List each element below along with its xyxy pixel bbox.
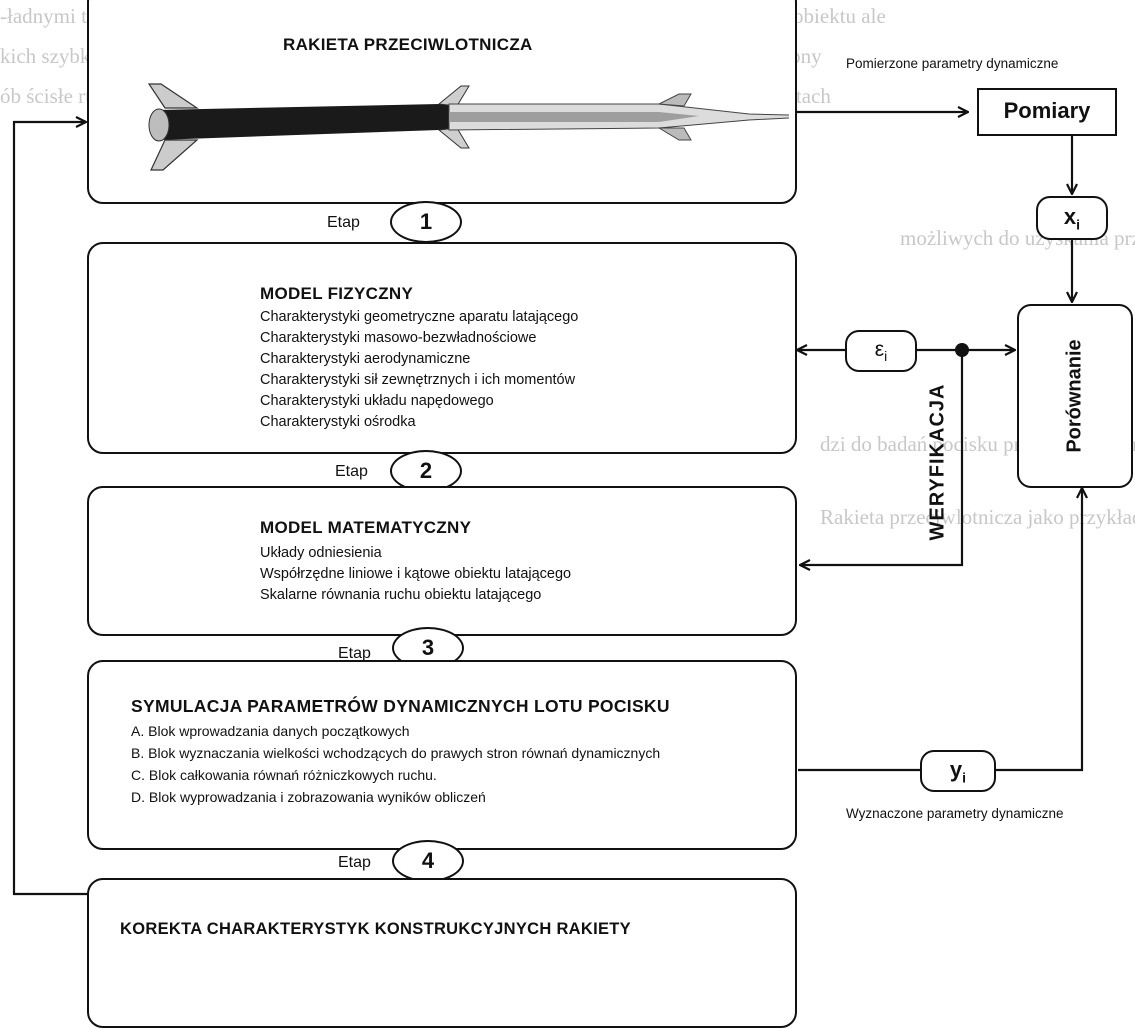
list-item: Charakterystyki sił zewnętrznych i ich m…	[260, 372, 576, 388]
etap-label: Etap	[338, 854, 371, 871]
model-fizyczny-box: MODEL FIZYCZNY Charakterystyki geometryc…	[87, 242, 797, 454]
korekta-box: KOREKTA CHARAKTERYSTYK KONSTRUKCYJNYCH R…	[87, 878, 797, 1028]
etap-label: Etap	[335, 463, 368, 480]
etap-label: Etap	[338, 645, 371, 662]
symulacja-title: SYMULACJA PARAMETRÓW DYNAMICZNYCH LOTU P…	[131, 696, 670, 716]
list-item: C. Blok całkowania równań różniczkowych …	[131, 767, 437, 783]
model-fizyczny-title: MODEL FIZYCZNY	[260, 284, 414, 303]
missile-box: RAKIETA PRZECIWLOTNICZA	[87, 0, 797, 204]
korekta-title: KOREKTA CHARAKTERYSTYK KONSTRUKCYJNYCH R…	[120, 920, 631, 938]
list-item: D. Blok wyprowadzania i zobrazowania wyn…	[131, 789, 486, 805]
list-item: A. Blok wprowadzania danych początkowych	[131, 723, 410, 739]
missile-box-title: RAKIETA PRZECIWLOTNICZA	[283, 35, 533, 54]
junction-dot	[955, 343, 969, 357]
x-i-symbol: xi	[1036, 196, 1108, 240]
model-matematyczny-list: Układy odniesienia Współrzędne liniowe i…	[260, 543, 571, 606]
pomiary-label: Pomiary	[1003, 98, 1091, 123]
computed-params-label: Wyznaczone parametry dynamiczne	[846, 806, 1064, 821]
pomiary-box: Pomiary	[977, 88, 1117, 136]
symulacja-list: A. Blok wprowadzania danych początkowych…	[131, 720, 660, 808]
list-item: B. Blok wyznaczania wielkości wchodzącyc…	[131, 745, 661, 761]
etap-label: Etap	[327, 214, 360, 231]
model-matematyczny-box: MODEL MATEMATYCZNY Układy odniesienia Ws…	[87, 486, 797, 636]
list-item: Charakterystyki geometryczne aparatu lat…	[260, 309, 579, 325]
list-item: Charakterystyki układu napędowego	[260, 393, 494, 409]
etap-number-badge: 1	[390, 201, 462, 243]
epsilon-i-symbol: εi	[845, 330, 917, 372]
etap-number-badge: 2	[390, 450, 462, 492]
y-i-symbol: yi	[920, 750, 996, 792]
porownanie-box: Porównanie	[1017, 304, 1133, 488]
list-item: Współrzędne liniowe i kątowe obiektu lat…	[260, 566, 572, 582]
missile-illustration	[147, 83, 789, 171]
list-item: Układy odniesienia	[260, 545, 382, 561]
model-fizyczny-list: Charakterystyki geometryczne aparatu lat…	[260, 307, 578, 433]
model-matematyczny-title: MODEL MATEMATYCZNY	[260, 518, 472, 537]
list-item: Charakterystyki ośrodka	[260, 414, 416, 430]
porownanie-label: Porównanie	[1063, 339, 1086, 453]
etap-number-badge: 4	[392, 840, 464, 882]
list-item: Charakterystyki masowo-bezwładnościowe	[260, 330, 537, 346]
list-item: Charakterystyki aerodynamiczne	[260, 351, 471, 367]
list-item: Skalarne równania ruchu obiektu latające…	[260, 587, 542, 603]
measured-params-label: Pomierzone parametry dynamiczne	[846, 56, 1059, 71]
weryfikacja-label: WERYFIKACJA	[926, 383, 949, 541]
symulacja-box: SYMULACJA PARAMETRÓW DYNAMICZNYCH LOTU P…	[87, 660, 797, 850]
